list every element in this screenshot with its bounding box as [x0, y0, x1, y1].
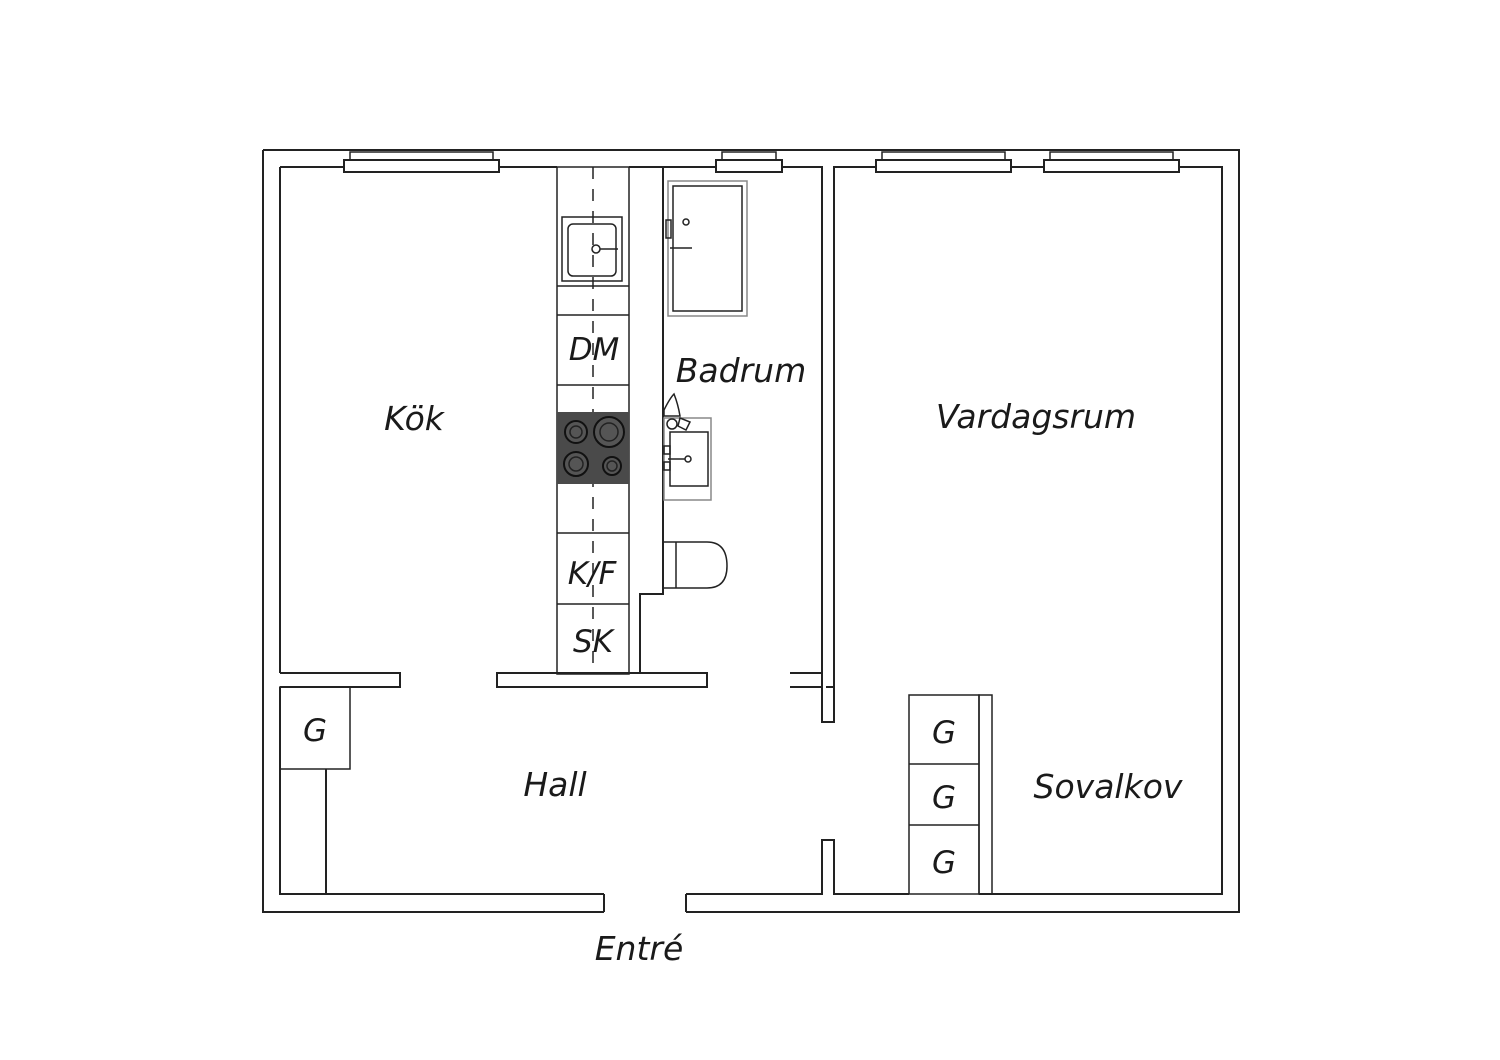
room-label-bathroom: Badrum: [676, 351, 806, 390]
room-label-kitchen: Kök: [384, 399, 446, 438]
window-living-2: [1043, 151, 1180, 173]
label-fridge-freezer: K/F: [568, 556, 618, 592]
toilet-icon: [663, 541, 728, 589]
label-cabinet: SK: [573, 624, 616, 660]
label-wardrobe-1: G: [932, 715, 956, 751]
kitchen-sink-icon: [561, 216, 623, 282]
shower-icon: [665, 180, 748, 317]
windows: [343, 151, 1180, 173]
room-label-entrance: Entré: [595, 929, 684, 968]
label-wardrobe-3: G: [932, 845, 956, 881]
wardrobe-hall: [279, 686, 351, 894]
label-wardrobe-2: G: [932, 780, 956, 816]
label-dishwasher: DM: [569, 332, 620, 368]
window-kitchen: [343, 151, 500, 173]
room-label-sleeping-alcove: Sovalkov: [1034, 767, 1183, 806]
stove-icon: [557, 412, 629, 484]
room-label-hall: Hall: [523, 765, 586, 804]
window-bathroom: [715, 151, 783, 173]
wardrobe-living: [908, 694, 993, 895]
label-wardrobe-hall: G: [303, 713, 327, 749]
window-living-1: [875, 151, 1012, 173]
room-label-living-room: Vardagsrum: [936, 397, 1136, 436]
washbasin-icon: [663, 392, 712, 501]
